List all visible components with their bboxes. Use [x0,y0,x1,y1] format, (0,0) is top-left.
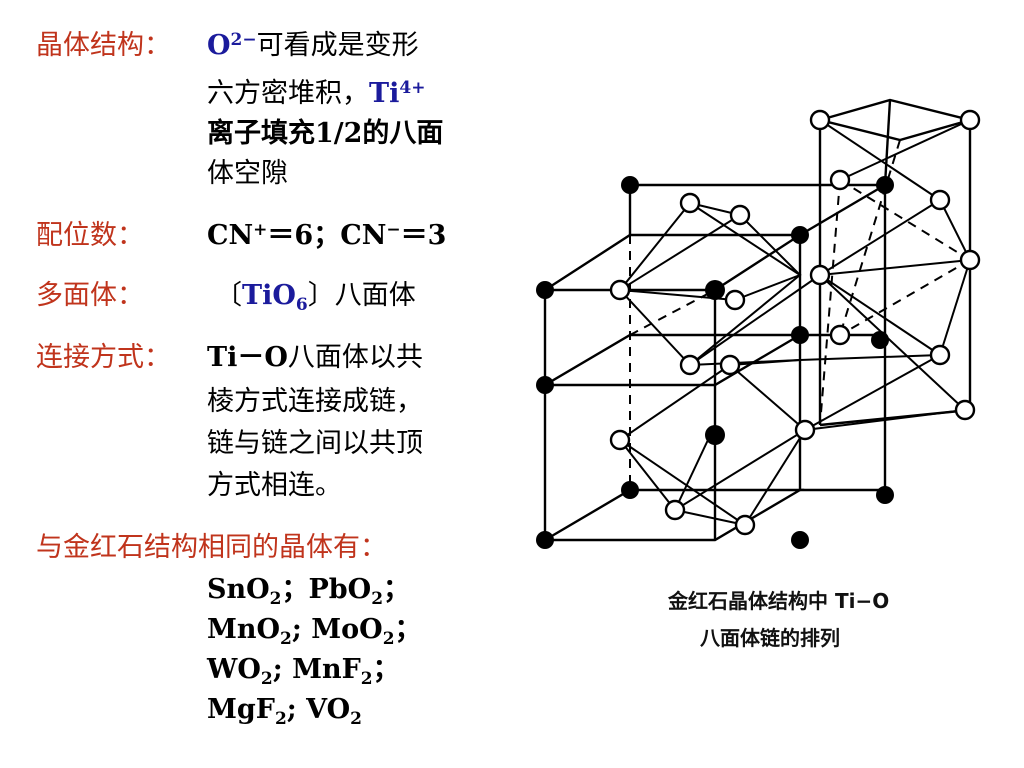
crystal-line-3: 离子填充1/2的八面 [207,118,444,149]
crystal-line-2: 六方密堆积，Ti4+ [207,78,426,109]
connection-label: 连接方式： [36,342,171,373]
figure-caption-line-2: 八面体链的排列 [700,626,840,650]
oxygen-atoms [609,109,981,536]
connection-line-2: 棱方式连接成链， [207,386,423,417]
titanium-atoms [536,176,894,549]
compound-list-4: MgF2; VO2 [207,694,362,729]
connection-line-3: 链与链之间以共顶 [207,428,423,459]
compound-list-3: WO2; MnF2； [207,654,400,689]
coordination-values: CN+＝6；CN−＝3 [207,220,447,251]
compound-list-2: MnO2; MoO2； [207,614,422,649]
connection-line-1: Ti－O八面体以共 [207,342,423,373]
polyhedron-value: 〔TiO6〕八面体 [215,280,416,315]
crystal-line-4: 体空隙 [207,158,288,189]
same-structure-label: 与金红石结构相同的晶体有： [36,532,387,563]
polyhedron-label: 多面体： [36,280,144,311]
crystal-line-1: O2−可看成是变形 [207,30,419,61]
rutile-structure-figure [536,98,981,549]
crystal-structure-label: 晶体结构： [36,30,171,61]
compound-list-1: SnO2；PbO2； [207,574,411,609]
connection-line-4: 方式相连。 [207,470,342,501]
octahedra-edges [618,119,971,526]
coordination-label: 配位数： [36,220,144,251]
unit-cell-frames [540,98,975,542]
figure-caption-line-1: 金红石晶体结构中 Ti−O [668,589,890,613]
